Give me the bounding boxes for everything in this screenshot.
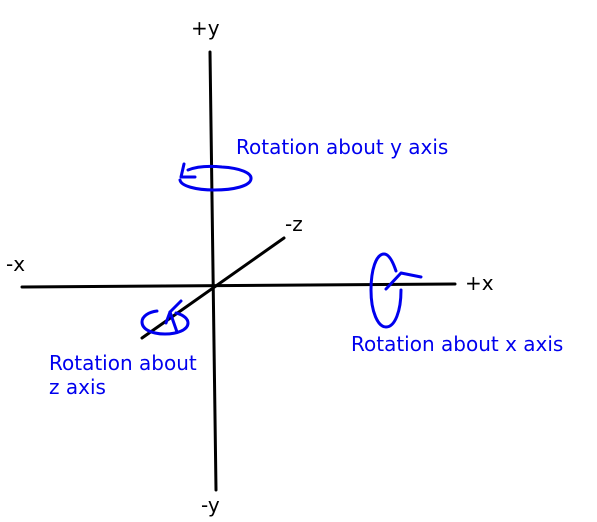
neg-y-label: -y — [201, 493, 220, 517]
rotation-x-arrow-icon — [369, 252, 423, 329]
rotation-z-arrow-icon — [140, 299, 190, 336]
pos-y-label: +y — [191, 16, 220, 40]
neg-z-label: -z — [285, 212, 303, 236]
rotation-z-arrowhead-tail — [168, 310, 179, 334]
rotation-y-arrow-icon — [178, 162, 253, 192]
x-axis-line — [20, 282, 457, 289]
rotation-y-ellipse — [178, 164, 253, 192]
rotation-x-arrowhead — [384, 271, 423, 291]
rotation-y-arrowhead — [179, 162, 197, 179]
rotation-z-label-line1: Rotation about — [49, 351, 197, 375]
rotation-x-ellipse — [369, 252, 403, 329]
pos-x-label: +x — [465, 271, 494, 295]
rotation-y-label: Rotation about y axis — [236, 135, 448, 159]
rotation-x-label: Rotation about x axis — [351, 332, 563, 356]
rotation-z-label-line2: z axis — [49, 375, 106, 399]
rotation-z-ellipse — [140, 309, 190, 336]
axes-group — [20, 50, 457, 492]
neg-x-label: -x — [6, 252, 25, 276]
y-axis-line — [208, 50, 218, 492]
